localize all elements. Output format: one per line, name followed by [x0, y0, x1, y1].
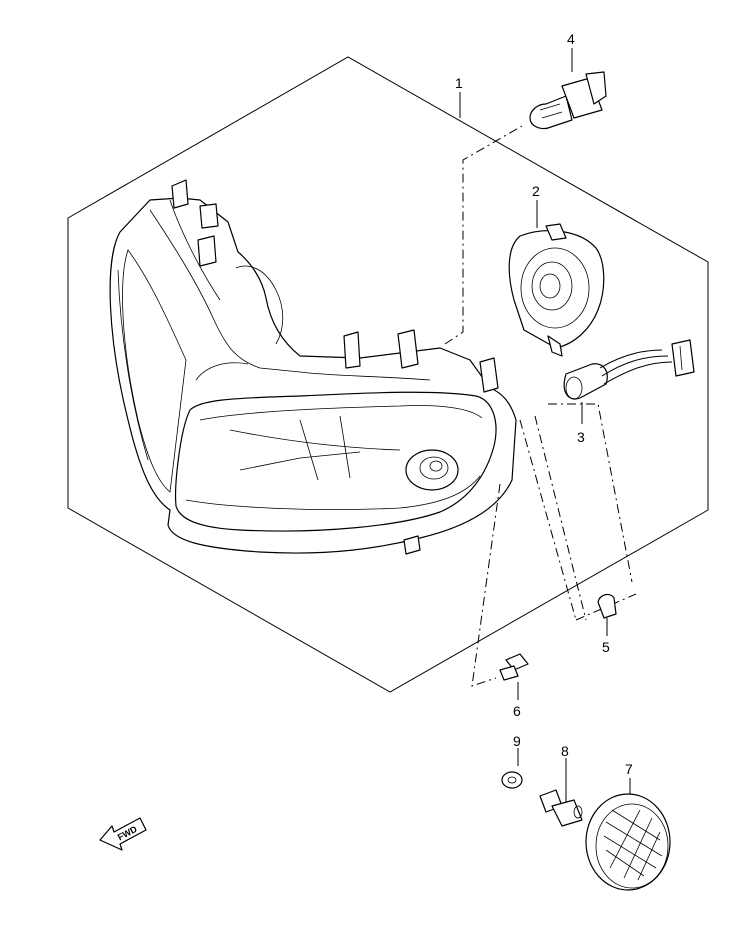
lens-cover[interactable]: 7	[585, 761, 671, 891]
callout-label-8: 8	[561, 743, 569, 759]
callout-label-6: 6	[513, 703, 521, 719]
washer[interactable]: 9	[501, 733, 523, 789]
callout-label-9: 9	[513, 733, 521, 749]
leader-bulb	[444, 125, 523, 345]
callout-label-3: 3	[577, 429, 585, 445]
callout-label-4: 4	[567, 31, 575, 47]
socket-harness[interactable]: 3	[563, 339, 695, 445]
callout-label-5: 5	[602, 639, 610, 655]
leader-socket	[548, 403, 633, 583]
callout-label-7: 7	[625, 761, 633, 777]
position-bulb[interactable]: 5	[597, 593, 617, 655]
leader-small-bulb-left	[519, 419, 577, 621]
callout-1[interactable]: 1	[455, 75, 463, 118]
main-bulb[interactable]: 4	[529, 31, 607, 130]
leader-screw	[471, 483, 501, 687]
lens-mesh	[603, 809, 663, 881]
callout-label-1: 1	[455, 75, 463, 91]
assembly-outline	[67, 56, 709, 693]
socket-cover[interactable]: 2	[508, 183, 605, 357]
fwd-arrow: FWD	[99, 817, 147, 851]
callout-label-2: 2	[532, 183, 540, 199]
headlight-housing[interactable]	[109, 179, 517, 555]
leader-small-bulb-right	[534, 415, 587, 621]
mounting-screw[interactable]: 6	[499, 653, 529, 719]
adjuster-bolt[interactable]: 8	[539, 743, 583, 827]
